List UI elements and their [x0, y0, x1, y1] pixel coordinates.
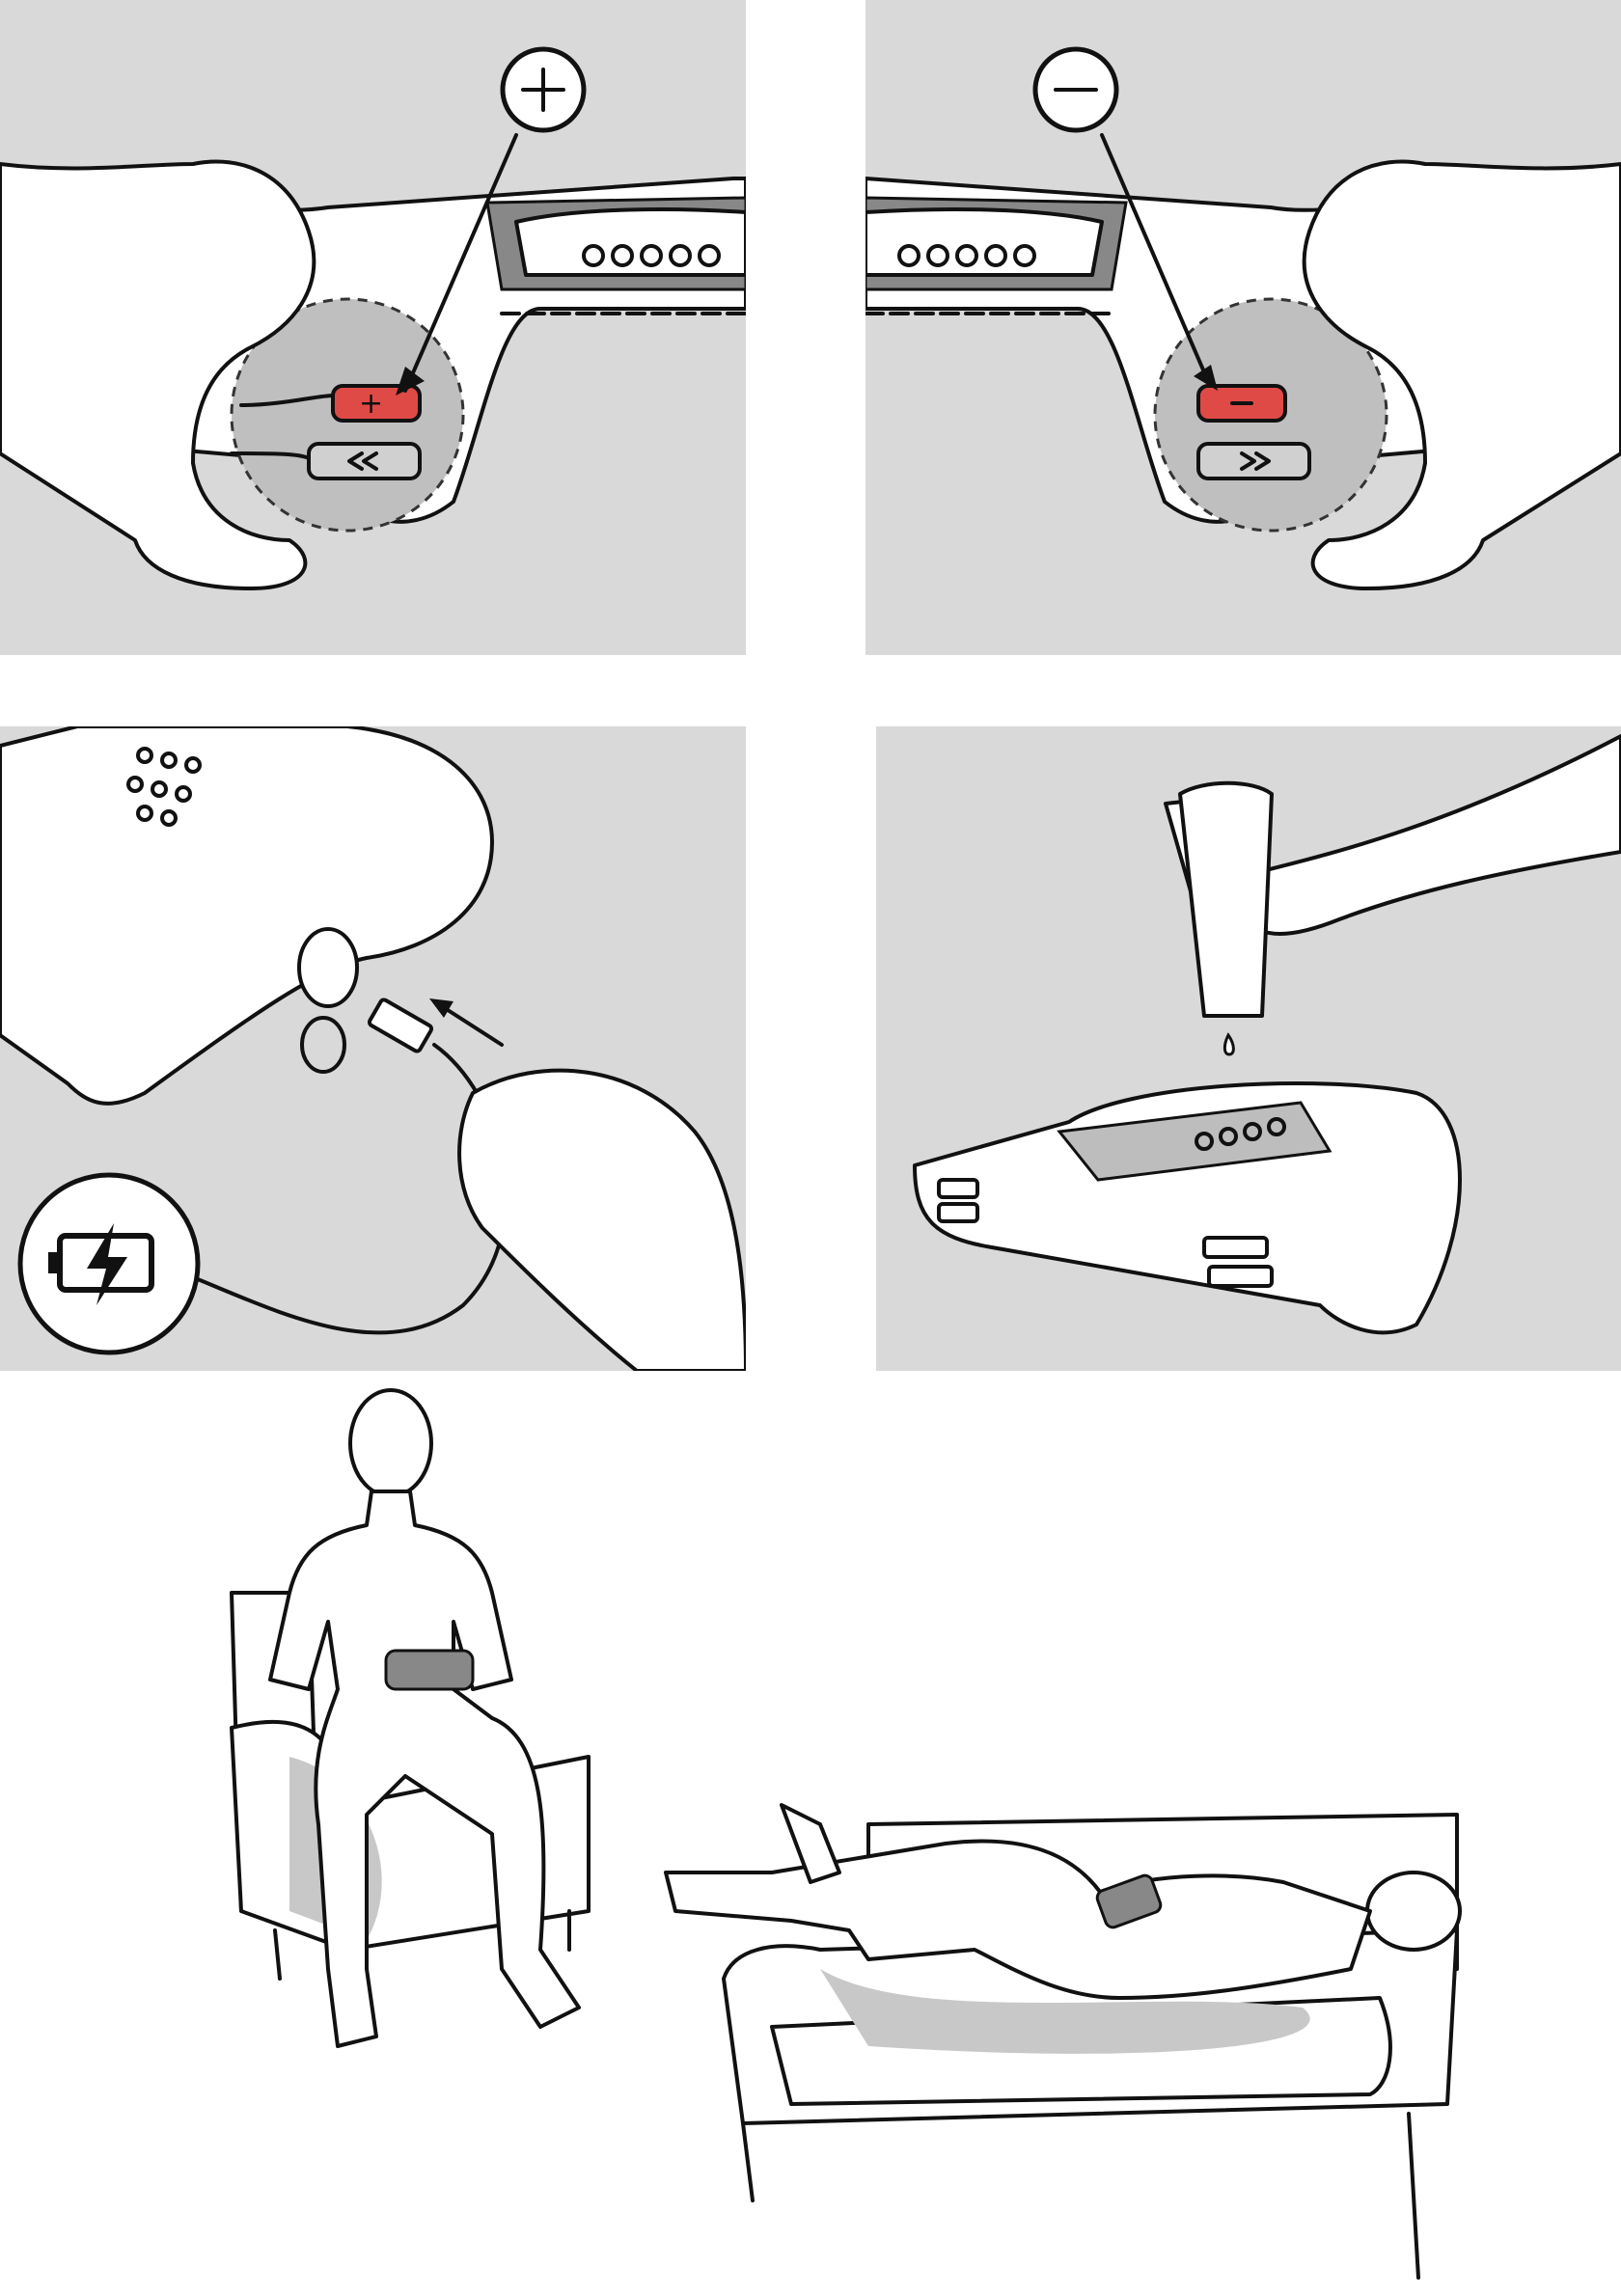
usb-plug	[367, 998, 434, 1053]
panel-charge	[0, 726, 746, 1371]
device-side-illustration	[0, 726, 494, 1106]
hand-left-illustration	[0, 159, 316, 590]
charging-port	[297, 927, 359, 1008]
hand-illustration	[1164, 734, 1621, 941]
rewind-icon	[347, 451, 378, 471]
nub-pattern	[582, 244, 721, 267]
plus-button-glyph: +	[359, 387, 383, 421]
panel-apply-lubricant	[876, 726, 1621, 1371]
usage-positions-illustration	[230, 1388, 1462, 2280]
port-cover-ring	[300, 1016, 346, 1074]
lubricant-illustration	[913, 734, 1621, 1335]
lubricant-bottle-icon	[1178, 780, 1274, 1018]
panel-usage-positions	[0, 1371, 1621, 2296]
arrow-icon	[1194, 365, 1218, 391]
charging-illustration	[0, 726, 746, 1371]
panel-increase-speed: +	[0, 0, 746, 655]
fast-forward-icon	[1240, 451, 1271, 471]
device-in-hands	[1095, 1873, 1163, 1929]
device-front-view-illustration: +	[0, 46, 746, 590]
device-in-hands	[384, 1649, 475, 1691]
arrow-icon	[396, 367, 425, 396]
nub-pattern	[1195, 1117, 1286, 1151]
reclining-figure-illustration	[664, 1803, 1462, 2000]
device-front-view-illustration	[865, 46, 1621, 590]
nub-pattern	[126, 747, 202, 827]
hand-illustration	[457, 1068, 746, 1371]
seated-figure-illustration	[268, 1388, 581, 2048]
plus-button	[331, 384, 422, 423]
nub-pattern	[897, 244, 1036, 267]
lubricant-drop	[1223, 1032, 1235, 1056]
panel-decrease-speed	[865, 0, 1621, 655]
hand-right-illustration	[1302, 159, 1621, 590]
